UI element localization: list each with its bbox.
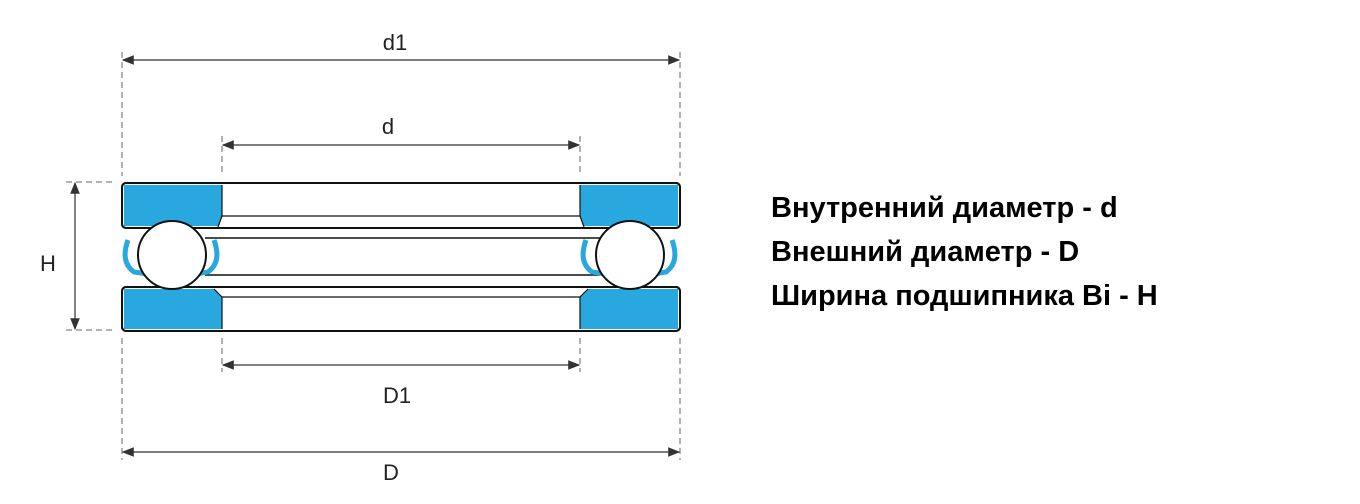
ball-left: [137, 220, 207, 290]
D-label: D: [383, 460, 399, 485]
legend: Внутренний диаметр - d Внешний диаметр -…: [771, 186, 1158, 318]
extension-lines: [66, 52, 681, 460]
H-label: H: [40, 251, 56, 276]
d1-label: d1: [383, 30, 407, 55]
dimension-lines: [70, 55, 681, 457]
legend-outer-diameter: Внешний диаметр - D: [771, 236, 1080, 268]
legend-inner-diameter: Внутренний диаметр - d: [771, 192, 1118, 224]
cage: [122, 237, 678, 277]
bottom-washer: [121, 286, 681, 332]
d-label: d: [382, 114, 394, 139]
D1-label: D1: [383, 383, 411, 408]
ball-right: [595, 220, 665, 290]
top-washer: [121, 182, 681, 229]
legend-width: Ширина подшипника Bi - H: [771, 280, 1158, 312]
